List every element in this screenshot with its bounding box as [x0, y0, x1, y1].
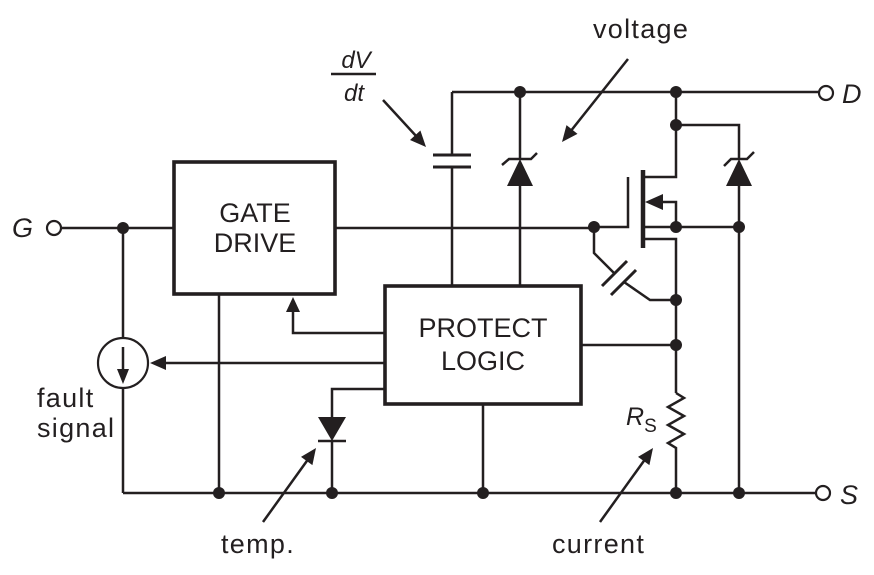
- source-terminal-label: S: [840, 480, 858, 510]
- fault-signal-label-line1: fault: [37, 383, 95, 413]
- voltage-pointer-arrow: [562, 58, 629, 142]
- mosfet-drain-wire: [643, 92, 678, 179]
- arrow-head-icon: [562, 125, 578, 142]
- temperature-sense-diode: [318, 387, 385, 493]
- junction-dot: [326, 487, 338, 499]
- source-terminal: [814, 484, 832, 502]
- temp-label: temp.: [221, 529, 295, 559]
- arrow-shaft: [261, 457, 311, 523]
- zener-bar: [723, 151, 755, 167]
- arrow-shaft: [569, 58, 629, 133]
- sense-resistor-label: RS: [626, 403, 657, 437]
- dvdt-pointer-arrow: [382, 99, 426, 147]
- arrow-head-icon: [150, 356, 166, 370]
- voltage-clamp-zener: [501, 92, 538, 286]
- mosfet-body-arrow-icon: [645, 194, 663, 210]
- resistor-symbol: R: [626, 403, 644, 431]
- junction-dot: [733, 221, 745, 233]
- resistor-subscript: S: [644, 416, 657, 437]
- drain-terminal-label: D: [842, 79, 862, 109]
- junction-dot: [117, 222, 129, 234]
- mosfet-gate-plate: [594, 177, 630, 229]
- protect-logic-label-line1: PROTECT: [418, 313, 547, 343]
- capacitor-lead-left: [592, 227, 615, 274]
- current-pointer-arrow: [598, 448, 653, 523]
- diode-triangle-icon: [318, 417, 346, 441]
- dvdt-numerator: dV: [341, 47, 372, 74]
- voltage-label: voltage: [593, 14, 689, 44]
- arrow-head-icon: [301, 448, 316, 466]
- capacitor-lead-right: [623, 280, 676, 302]
- gate-terminal-label: G: [12, 213, 33, 243]
- junction-dot: [670, 86, 682, 98]
- junction-dot: [670, 487, 682, 499]
- junction-dots: [117, 86, 745, 499]
- power-mosfet: [594, 92, 739, 393]
- sense-resistor: [665, 391, 687, 493]
- dvdt-label: dV dt: [331, 47, 376, 107]
- gate-drive-label-line2: DRIVE: [214, 228, 297, 258]
- diode-lead-top: [330, 387, 385, 418]
- down-arrow-icon: [117, 369, 129, 384]
- protect-logic-label-line2: LOGIC: [441, 346, 525, 376]
- zener-lead-top: [676, 123, 741, 160]
- arrow-shaft: [291, 311, 385, 335]
- junction-dot: [670, 294, 682, 306]
- resistor-zigzag: [665, 391, 687, 493]
- capacitor-plate-1: [600, 259, 629, 288]
- dvdt-sense-capacitor: [433, 92, 471, 286]
- gate-drive-block: [172, 160, 337, 296]
- arrow-shaft: [598, 457, 648, 523]
- junction-dot: [670, 119, 682, 131]
- fault-signal-label-line2: signal: [37, 413, 115, 443]
- junction-dot: [588, 221, 600, 233]
- temp-pointer-arrow: [261, 448, 316, 523]
- zener-bar: [501, 152, 538, 166]
- gate-capacitor: [592, 227, 676, 302]
- arrow-head-icon: [638, 448, 653, 466]
- arrow-shaft: [382, 99, 418, 138]
- junction-dot: [477, 487, 489, 499]
- mosfet-sense-source-wire: [643, 237, 678, 393]
- logic-to-fault-source-arrow: [150, 356, 385, 370]
- zener-triangle-icon: [507, 159, 533, 186]
- capacitor-plate-2: [609, 268, 638, 297]
- gate-drive-label-line1: GATE: [219, 198, 291, 228]
- protect-logic-block: [383, 284, 583, 406]
- drain-terminal: [817, 84, 835, 102]
- fault-current-source: [96, 336, 150, 390]
- junction-dot: [670, 339, 682, 351]
- zener-triangle-icon: [726, 159, 752, 186]
- junction-dot: [670, 221, 682, 233]
- arrow-head-icon: [286, 297, 300, 312]
- arrow-head-icon: [410, 130, 426, 147]
- junction-dot: [213, 487, 225, 499]
- junction-dot: [733, 487, 745, 499]
- dvdt-denominator: dt: [344, 80, 365, 107]
- current-label: current: [552, 529, 645, 559]
- drain-source-clamp-zener: [676, 123, 755, 493]
- logic-to-gate-drive-arrow: [286, 297, 385, 335]
- junction-dot: [514, 86, 526, 98]
- gate-terminal: [45, 219, 63, 237]
